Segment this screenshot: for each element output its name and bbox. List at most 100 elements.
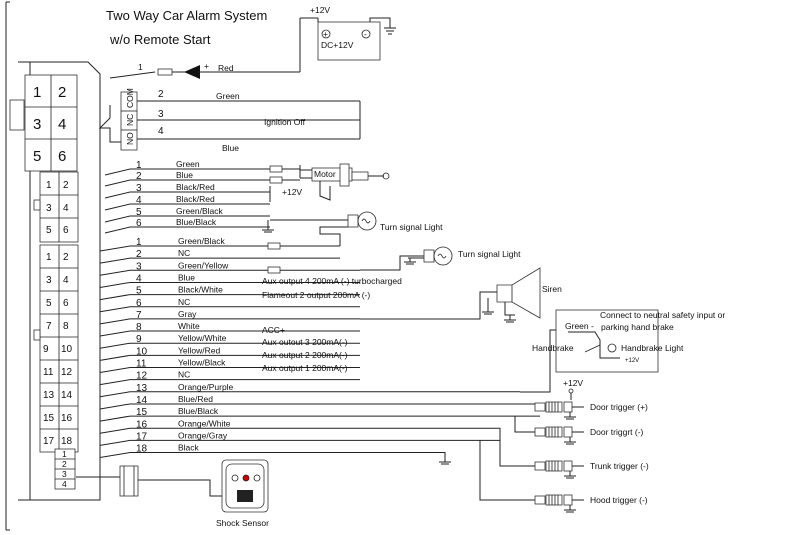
pin-label: 4 — [58, 116, 66, 133]
trigger-plus: +12V — [563, 378, 583, 400]
door-trigger-minus: Door triggrt (-) — [534, 426, 644, 445]
trunk-trigger-label: Trunk trigger (-) — [590, 461, 649, 471]
pin-label: 1 — [33, 84, 41, 101]
wire-color: Black — [178, 443, 200, 453]
lock-connector: 1 2 3 4 5 6 — [33, 171, 79, 243]
wire-color: White — [178, 321, 200, 331]
shock-sensor: Shock Sensor — [76, 459, 269, 528]
pin-label: 3 — [62, 469, 67, 479]
voltage-label: +12V — [282, 187, 302, 197]
aux3-label: Aux outout 3 200mA(-) — [262, 337, 348, 347]
inline-fuse — [267, 242, 281, 250]
voltage-label: +12V — [563, 378, 583, 388]
pin-label: 15 — [43, 413, 55, 424]
wire-number: 5 — [136, 286, 142, 297]
pin-label: 1 — [46, 180, 52, 191]
plus-sign: + — [323, 29, 328, 39]
wire-number: 6 — [136, 218, 142, 229]
wire-color: Yellow/Red — [178, 345, 220, 355]
pin-label: 3 — [33, 116, 41, 133]
pin-label: 2 — [62, 459, 67, 469]
wire-color: Black/Red — [176, 182, 215, 192]
pin-label: 7 — [46, 321, 52, 332]
wire-color: Blue/Black — [178, 406, 219, 416]
six-pin-connector: 1 2 3 4 5 6 — [24, 74, 78, 172]
pin-label: 5 — [46, 298, 52, 309]
wire-color: Gray — [178, 309, 197, 319]
wire-number: 9 — [136, 334, 142, 345]
trunk-trigger: Trunk trigger (-) — [534, 460, 649, 479]
wire-number: 15 — [136, 407, 148, 418]
handbrake-note: parking hand brake — [601, 322, 674, 332]
pin-label: 2 — [63, 252, 69, 263]
pin-label: 11 — [43, 367, 54, 378]
wire-number: 3 — [158, 109, 164, 120]
inline-fuse — [267, 266, 281, 274]
acc-label: ACC+ — [262, 325, 285, 335]
voltage-label: +12V — [625, 358, 639, 364]
trigger-group: Door trigger (+) Door triggrt (-) Trunk tr… — [479, 401, 649, 513]
wire-color: NC — [178, 297, 190, 307]
shock-sensor-label: Shock Sensor — [216, 518, 269, 528]
wire-number: 6 — [136, 298, 142, 309]
wire-number: 11 — [136, 359, 147, 370]
wire-color: Black/Red — [176, 194, 215, 204]
pin-nc: NC — [125, 114, 135, 126]
pin-label: 14 — [61, 390, 73, 401]
wire-color: Blue — [222, 143, 239, 153]
hood-trigger: Hood trigger (-) — [534, 494, 648, 513]
hood-trigger-label: Hood trigger (-) — [590, 495, 648, 505]
pin-label: 3 — [46, 275, 52, 286]
wire-color: Blue/Red — [178, 394, 213, 404]
pin-label: 18 — [61, 436, 73, 447]
wire-number: 4 — [136, 195, 142, 206]
pin-label: 2 — [58, 84, 66, 101]
wire-color: Yellow/Black — [178, 358, 226, 368]
wire-number: 13 — [136, 383, 148, 394]
ignition-relay: COM NC NO 2 Green 3 4 Blue Ignition Off — [98, 88, 361, 153]
pin-label: 10 — [61, 344, 73, 355]
minus-sign: - — [364, 29, 367, 39]
wire-number: 16 — [136, 419, 148, 430]
wire-number: 1 — [138, 62, 143, 72]
wire-number: 5 — [136, 207, 142, 218]
wire-number: 2 — [158, 89, 164, 100]
plus-sign: + — [204, 61, 209, 71]
wire-color: Green/Black — [176, 206, 224, 216]
siren-label: Siren — [542, 284, 562, 294]
wire-number: 1 — [136, 160, 142, 171]
diagram-title: Two Way Car Alarm System — [106, 8, 267, 23]
pin-no: NO — [125, 132, 135, 145]
wire-number: 14 — [136, 395, 148, 406]
wire-number: 3 — [136, 261, 142, 272]
wire-color: Orange/White — [178, 418, 231, 428]
battery-label: DC+12V — [321, 40, 354, 50]
power-supply: 1 + Red +12V DC+12V + - — [109, 5, 396, 79]
wire-number: 10 — [136, 346, 148, 357]
turn-signal-light-2: Turn signal Light — [404, 246, 521, 266]
turn-light-label: Turn signal Light — [458, 249, 521, 259]
wire-color: Red — [218, 63, 234, 73]
wire-number: 3 — [136, 183, 142, 194]
wire-number: 1 — [136, 237, 142, 248]
inline-fuse — [269, 176, 283, 184]
wire-color: NC — [178, 248, 190, 258]
wire-number: 4 — [158, 126, 164, 137]
handbrake-note: Connect to neutral safety input or — [600, 310, 725, 320]
ignition-label: Ignition Off — [264, 117, 306, 127]
wire-number: 7 — [136, 310, 142, 321]
door-trigger-plus-label: Door trigger (+) — [590, 402, 648, 412]
pin-label: 3 — [46, 203, 52, 214]
wire-color: Orange/Purple — [178, 382, 234, 392]
pin-label: 6 — [63, 298, 69, 309]
turn-light-label: Turn signal Light — [380, 222, 443, 232]
pin-label: 13 — [43, 390, 55, 401]
motor-label: Motor — [314, 169, 336, 179]
door-lock-motor: Motor +12V — [269, 163, 390, 202]
pin-label: 4 — [63, 275, 69, 286]
pin-label: 9 — [43, 344, 49, 355]
wire-color: Green — [216, 91, 240, 101]
pin-label: 1 — [62, 449, 67, 459]
wire-color: Black/White — [178, 285, 223, 295]
